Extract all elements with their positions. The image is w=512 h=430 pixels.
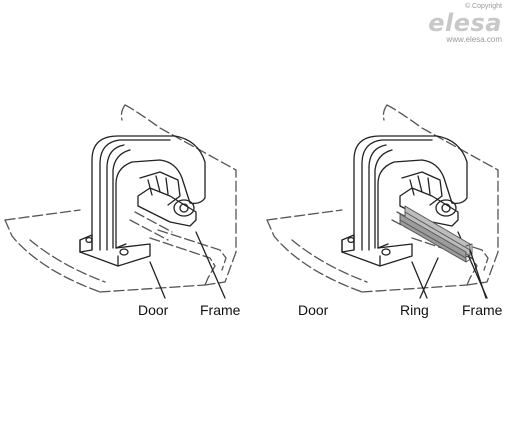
sealing-ring [399,205,473,263]
elesa-logo: elesa [428,9,502,37]
hinge-diagram-right [266,104,499,299]
label-ring-right: Ring [400,302,429,318]
hinge-diagram-left [4,104,237,299]
label-door-left: Door [138,302,169,318]
label-door-right: Door [298,302,329,318]
copyright-text: © Copyright [464,3,502,10]
label-frame-left: Frame [200,302,241,318]
website-url: www.elesa.com [446,35,502,44]
brand-block: © Copyright elesa www.elesa.com [412,2,502,45]
label-frame-right: Frame [462,302,503,318]
